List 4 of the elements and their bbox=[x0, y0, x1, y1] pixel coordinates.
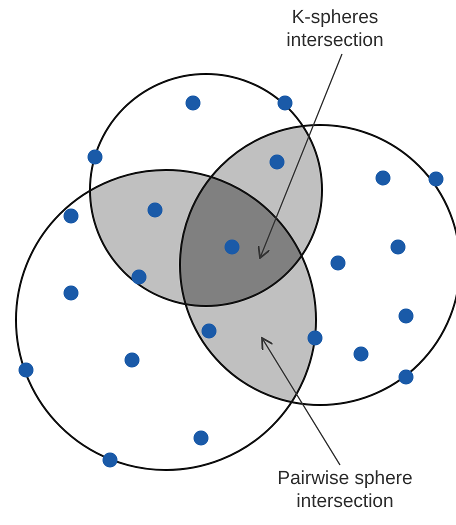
callout-text: K-spheres intersection bbox=[285, 6, 385, 52]
leader-line bbox=[261, 337, 341, 466]
leader-line bbox=[258, 54, 343, 259]
callout-text: Pairwise sphere intersection bbox=[276, 467, 414, 513]
